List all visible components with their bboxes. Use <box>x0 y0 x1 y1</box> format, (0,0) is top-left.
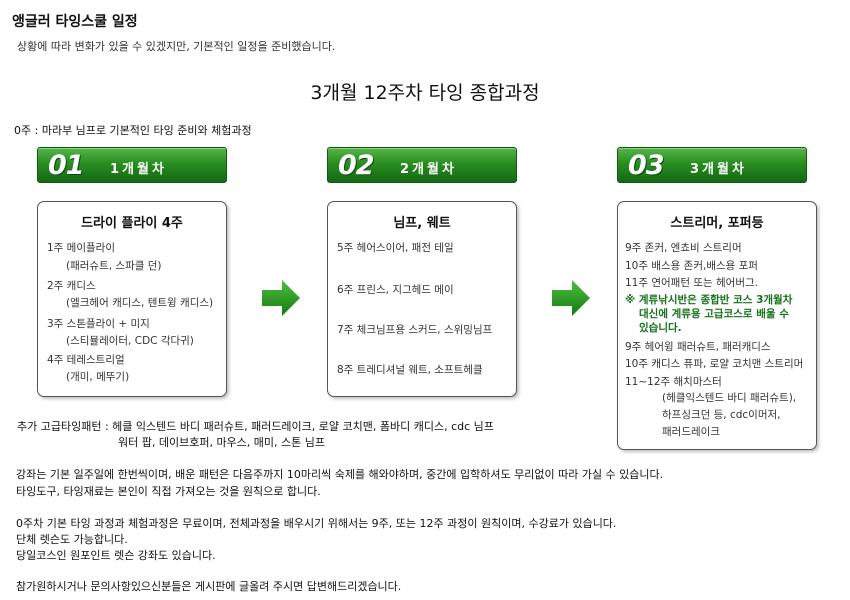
month-3-header: 03 3개월차 <box>617 147 807 183</box>
month-3-number: 03 <box>628 150 665 181</box>
month-1-label: 1개월차 <box>110 162 167 177</box>
month-2-number: 02 <box>338 150 375 181</box>
list-item: (패러슈트, 스파클 던) <box>66 260 162 272</box>
fly-fishing-note: 있습니다. <box>639 322 682 334</box>
info-paragraph: 단체 렛슨도 가능합니다. <box>16 533 128 546</box>
page-title: 앵글러 타잉스쿨 일정 <box>12 14 138 30</box>
list-item: (엘크헤어 캐디스, 텐트윙 캐디스) <box>66 297 214 309</box>
list-item: 6주 프린스, 지그헤드 메이 <box>337 284 454 296</box>
extra-patterns-line-2: 워터 팝, 데이브호퍼, 마우스, 매미, 스톤 님프 <box>118 436 326 449</box>
month-2-box-title: 님프, 웨트 <box>393 216 451 231</box>
arrow-right-icon <box>552 280 590 316</box>
list-item: 10주 캐디스 퓨파, 로얄 코치맨 스트리머 <box>625 358 804 370</box>
list-item: 하프싱크던 등, cdc이머저, <box>662 409 781 421</box>
week0-description: 0주 : 마라부 님프로 기본적인 타잉 준비와 체험과정 <box>14 124 252 137</box>
month-2-label: 2개월차 <box>400 162 457 177</box>
list-item: 11주 연어패턴 또는 헤어버그. <box>625 277 758 289</box>
extra-patterns-line-1: 추가 고급타잉패턴 : 헤클 익스텐드 바디 패러슈트, 패러드레이크, 로얄 … <box>17 420 494 433</box>
list-item: 9주 존커, 엔쵸비 스트리머 <box>625 242 742 254</box>
list-item: 9주 헤어윙 패러슈트, 패러캐디스 <box>625 341 771 353</box>
info-paragraph: 0주차 기본 타잉 과정과 체험과정은 무료이며, 전체과정을 배우시기 위해서… <box>16 517 617 530</box>
list-item: 7주 체크님프용 스커드, 스위밍님프 <box>337 324 493 336</box>
month-3-box-title: 스트리머, 포퍼등 <box>670 216 764 231</box>
arrow-right-icon <box>262 280 300 316</box>
list-item: 10주 배스용 존커,배스용 포퍼 <box>625 260 758 272</box>
list-item: 패러드레이크 <box>662 426 720 438</box>
fly-fishing-note: ※ 계류낚시반은 종합반 코스 3개월차 <box>625 294 793 306</box>
list-item: 5주 헤어스이어, 패전 테일 <box>337 242 454 254</box>
info-paragraph: 타잉도구, 타잉재료는 본인이 직접 가져오는 것을 원칙으로 합니다. <box>16 485 321 498</box>
month-3-label: 3개월차 <box>690 162 747 177</box>
list-item: 8주 트레디셔널 웨트, 소프트헤클 <box>337 364 483 376</box>
list-item: 2주 캐디스 <box>47 280 96 292</box>
month-3-box: 스트리머, 포퍼등 9주 존커, 엔쵸비 스트리머 10주 배스용 존커,배스용… <box>617 201 817 450</box>
list-item: (개미, 메뚜기) <box>66 371 130 383</box>
month-1-box: 드라이 플라이 4주 1주 메이플라이 (패러슈트, 스파클 던) 2주 캐디스… <box>37 201 227 397</box>
list-item: 11~12주 해치마스터 <box>625 376 722 388</box>
info-paragraph: 당일코스인 원포인트 렛슨 강좌도 있습니다. <box>16 549 216 562</box>
list-item: 1주 메이플라이 <box>47 242 115 254</box>
list-item: (스티뮬레이터, CDC 각다귀) <box>66 335 194 347</box>
list-item: (헤클익스텐드 바디 패러슈트), <box>662 392 797 404</box>
month-1-number: 01 <box>48 150 85 181</box>
fly-fishing-note: 대신에 계류용 고급코스로 배울 수 <box>639 308 789 320</box>
page-subtitle: 상황에 따라 변화가 있을 수 있겠지만, 기본적인 일정을 준비했습니다. <box>17 40 336 53</box>
month-1-box-title: 드라이 플라이 4주 <box>81 216 183 231</box>
info-paragraph: 참가원하시거나 문의사항있으신분들은 게시판에 글올려 주시면 답변해드리겠습니… <box>16 580 402 593</box>
info-paragraph: 강좌는 기본 일주일에 한번씩이며, 배운 패턴은 다음주까지 10마리씩 숙제… <box>16 468 664 481</box>
month-2-header: 02 2개월차 <box>327 147 517 183</box>
month-2-box: 님프, 웨트 5주 헤어스이어, 패전 테일 6주 프린스, 지그헤드 메이 7… <box>327 201 517 397</box>
list-item: 3주 스톤플라이 + 미지 <box>47 318 150 330</box>
list-item: 4주 테레스트리얼 <box>47 354 125 366</box>
course-title: 3개월 12주차 타잉 종합과정 <box>310 82 540 104</box>
month-1-header: 01 1개월차 <box>37 147 227 183</box>
